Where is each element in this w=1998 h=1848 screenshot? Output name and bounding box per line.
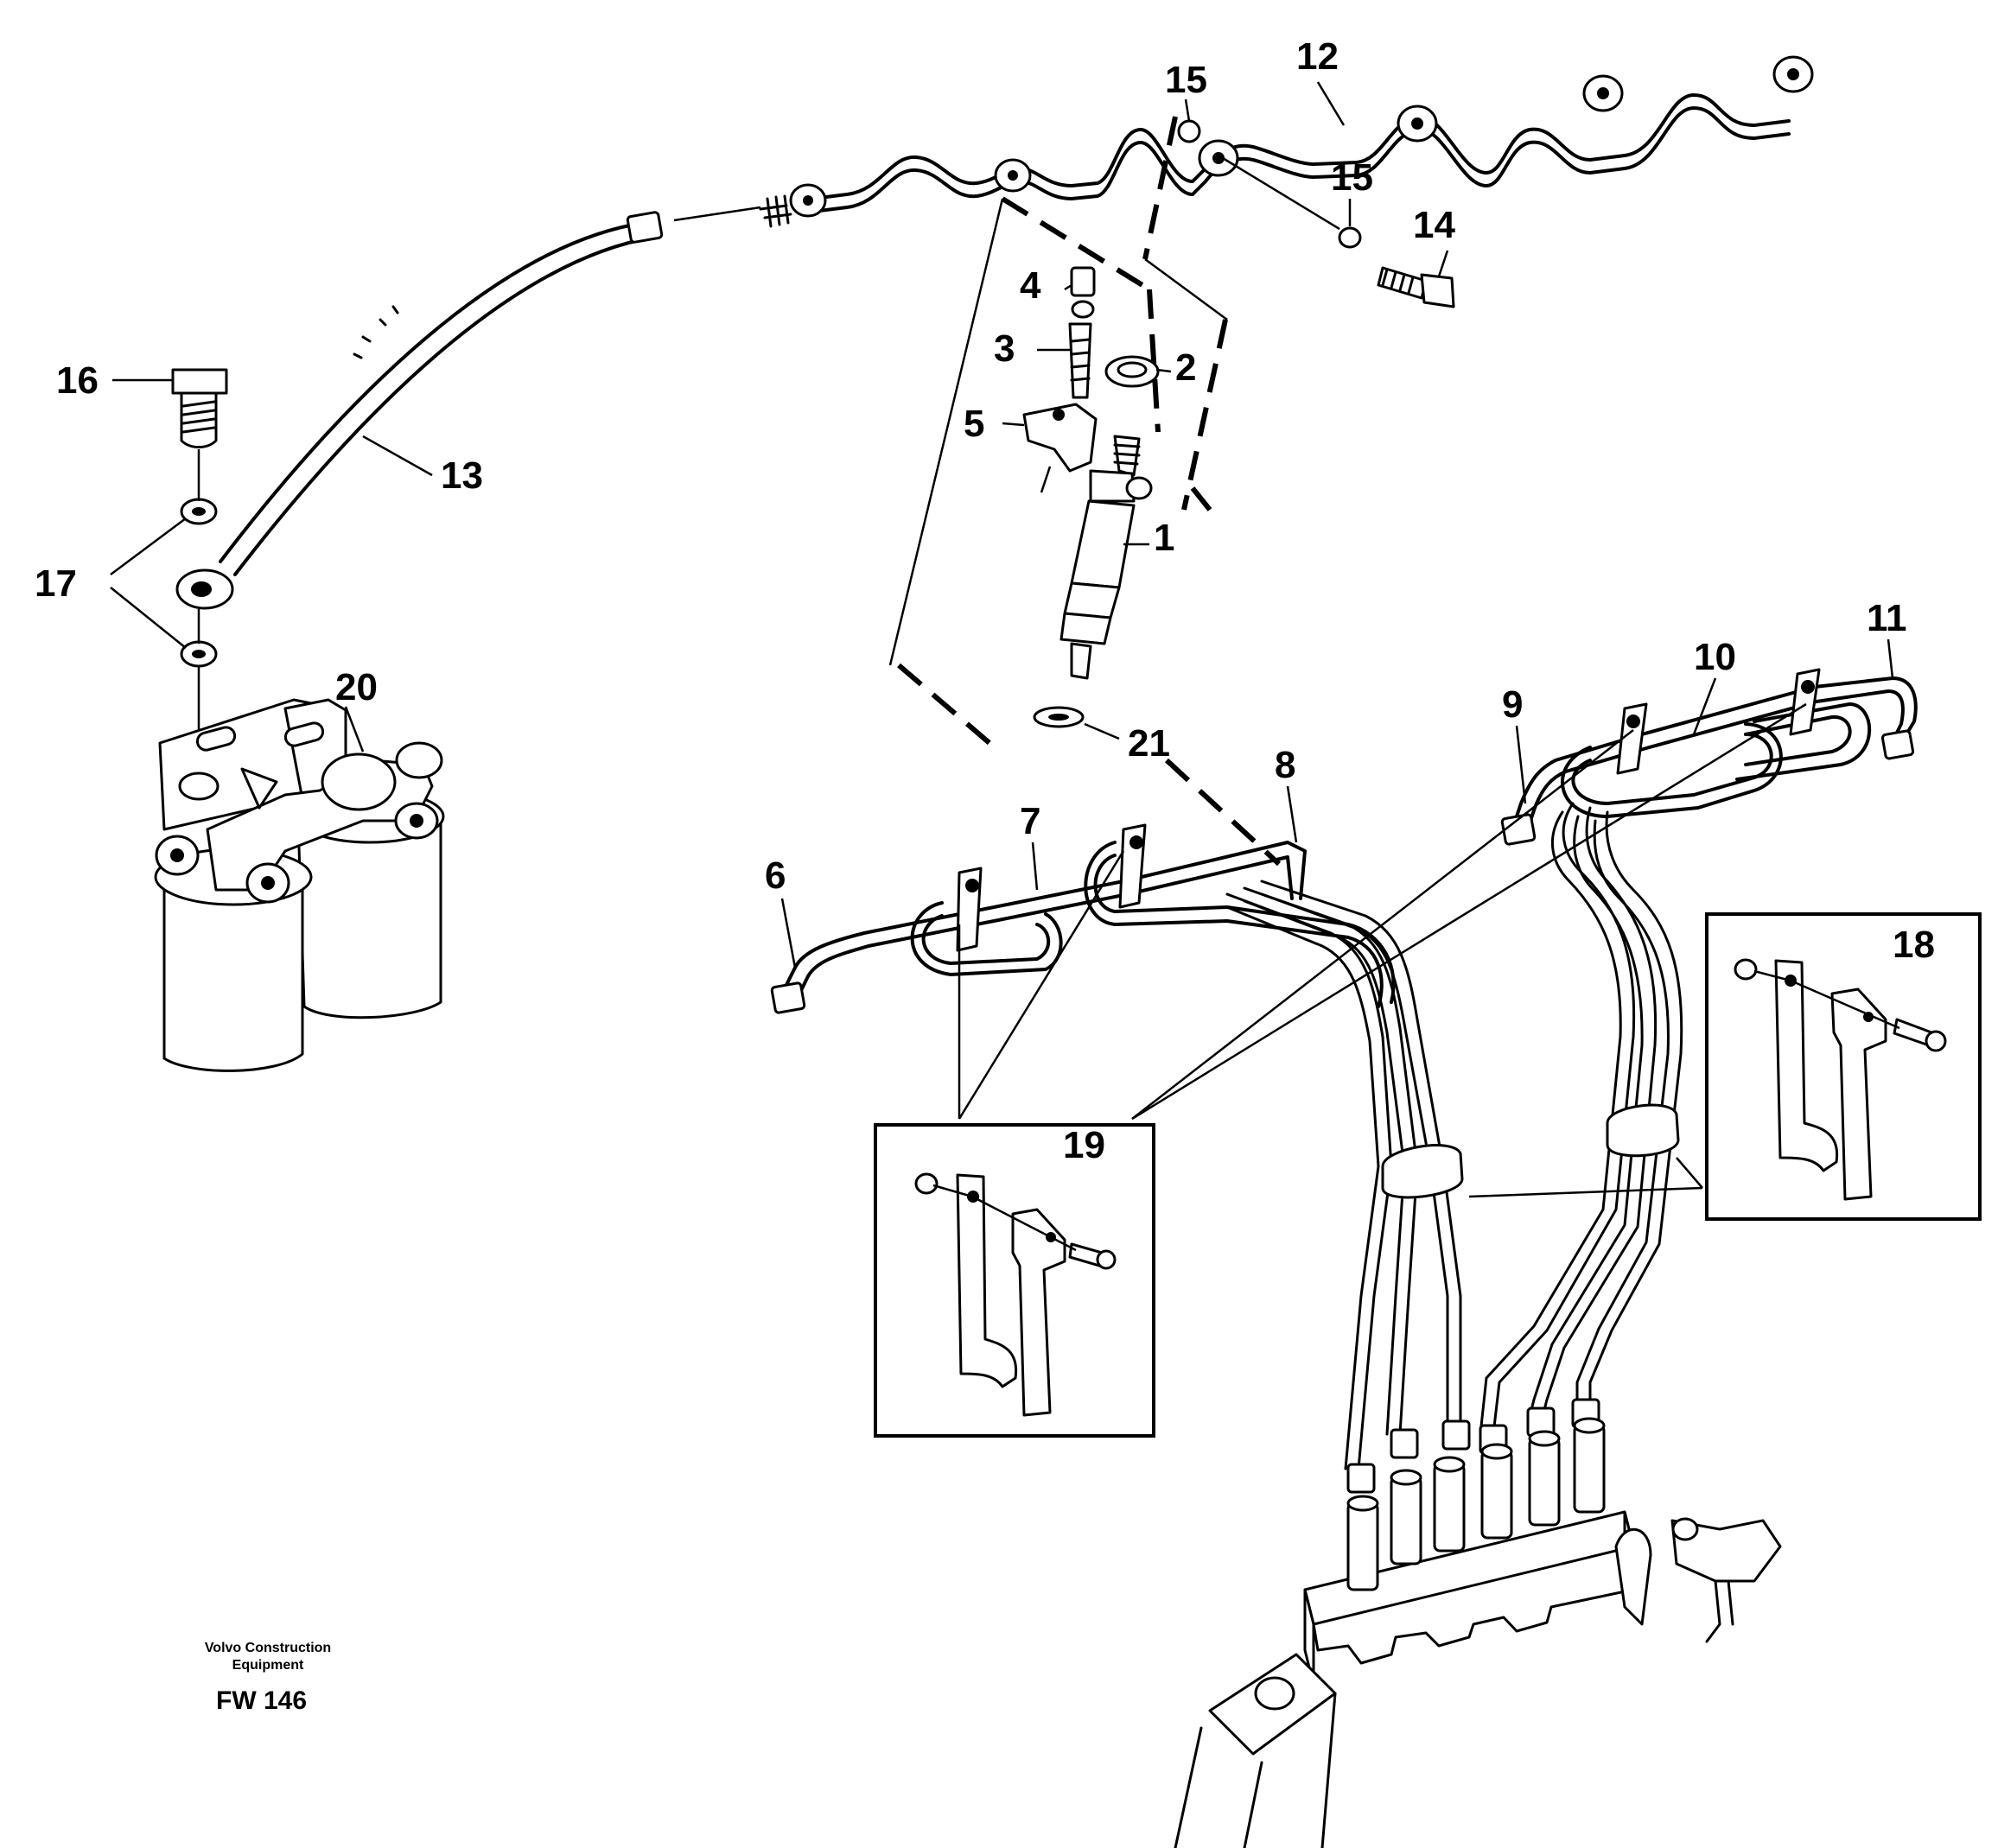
callout-11: 11 xyxy=(1867,597,1907,639)
delivery-pipes-right xyxy=(1500,668,1918,846)
brand-line-2: Equipment xyxy=(232,1658,304,1673)
callout-12: 12 xyxy=(1296,35,1339,78)
callout-3: 3 xyxy=(994,327,1015,370)
footer-caption: Volvo Construction Equipment FW 146 xyxy=(205,1641,331,1715)
callout-labels: 1 2 3 4 5 6 7 8 9 10 11 12 13 14 15 15 1… xyxy=(35,35,1935,1166)
callout-15-upper: 15 xyxy=(1165,59,1207,101)
brand-line-1: Volvo Construction xyxy=(205,1641,331,1655)
callout-6: 6 xyxy=(765,854,786,897)
callout-2: 2 xyxy=(1175,346,1196,389)
callout-10: 10 xyxy=(1694,636,1736,678)
banjo-bolt-assembly xyxy=(171,368,228,795)
injection-pump xyxy=(1174,1417,1782,1848)
callout-19: 19 xyxy=(1063,1124,1105,1166)
detail-box-brackets-18 xyxy=(1468,912,1982,1221)
pump-elements xyxy=(1346,1417,1606,1591)
callout-18: 18 xyxy=(1893,924,1935,966)
leader-lines xyxy=(110,81,1894,968)
callout-17: 17 xyxy=(35,562,77,605)
callout-4: 4 xyxy=(1020,264,1041,307)
figure-code: FW 146 xyxy=(216,1686,307,1715)
injector-exploded-view xyxy=(888,116,1455,867)
pipes-to-pump xyxy=(1225,802,1683,1494)
fuel-filter-assembly xyxy=(154,698,445,1072)
callout-5: 5 xyxy=(964,403,984,445)
callout-13: 13 xyxy=(441,454,483,497)
callout-1: 1 xyxy=(1154,517,1174,559)
delivery-pipes-left xyxy=(770,823,1396,1014)
detail-box-brackets-19 xyxy=(874,702,1807,1438)
callout-16: 16 xyxy=(56,359,99,402)
callout-8: 8 xyxy=(1275,744,1295,786)
callout-20: 20 xyxy=(335,666,378,708)
callout-7: 7 xyxy=(1020,800,1040,842)
return-fuel-pipe xyxy=(759,55,1814,228)
callout-14: 14 xyxy=(1413,204,1455,246)
callout-15-lower: 15 xyxy=(1331,156,1373,199)
callout-9: 9 xyxy=(1502,683,1523,726)
callout-21: 21 xyxy=(1128,722,1170,765)
leak-off-hose xyxy=(175,206,761,610)
